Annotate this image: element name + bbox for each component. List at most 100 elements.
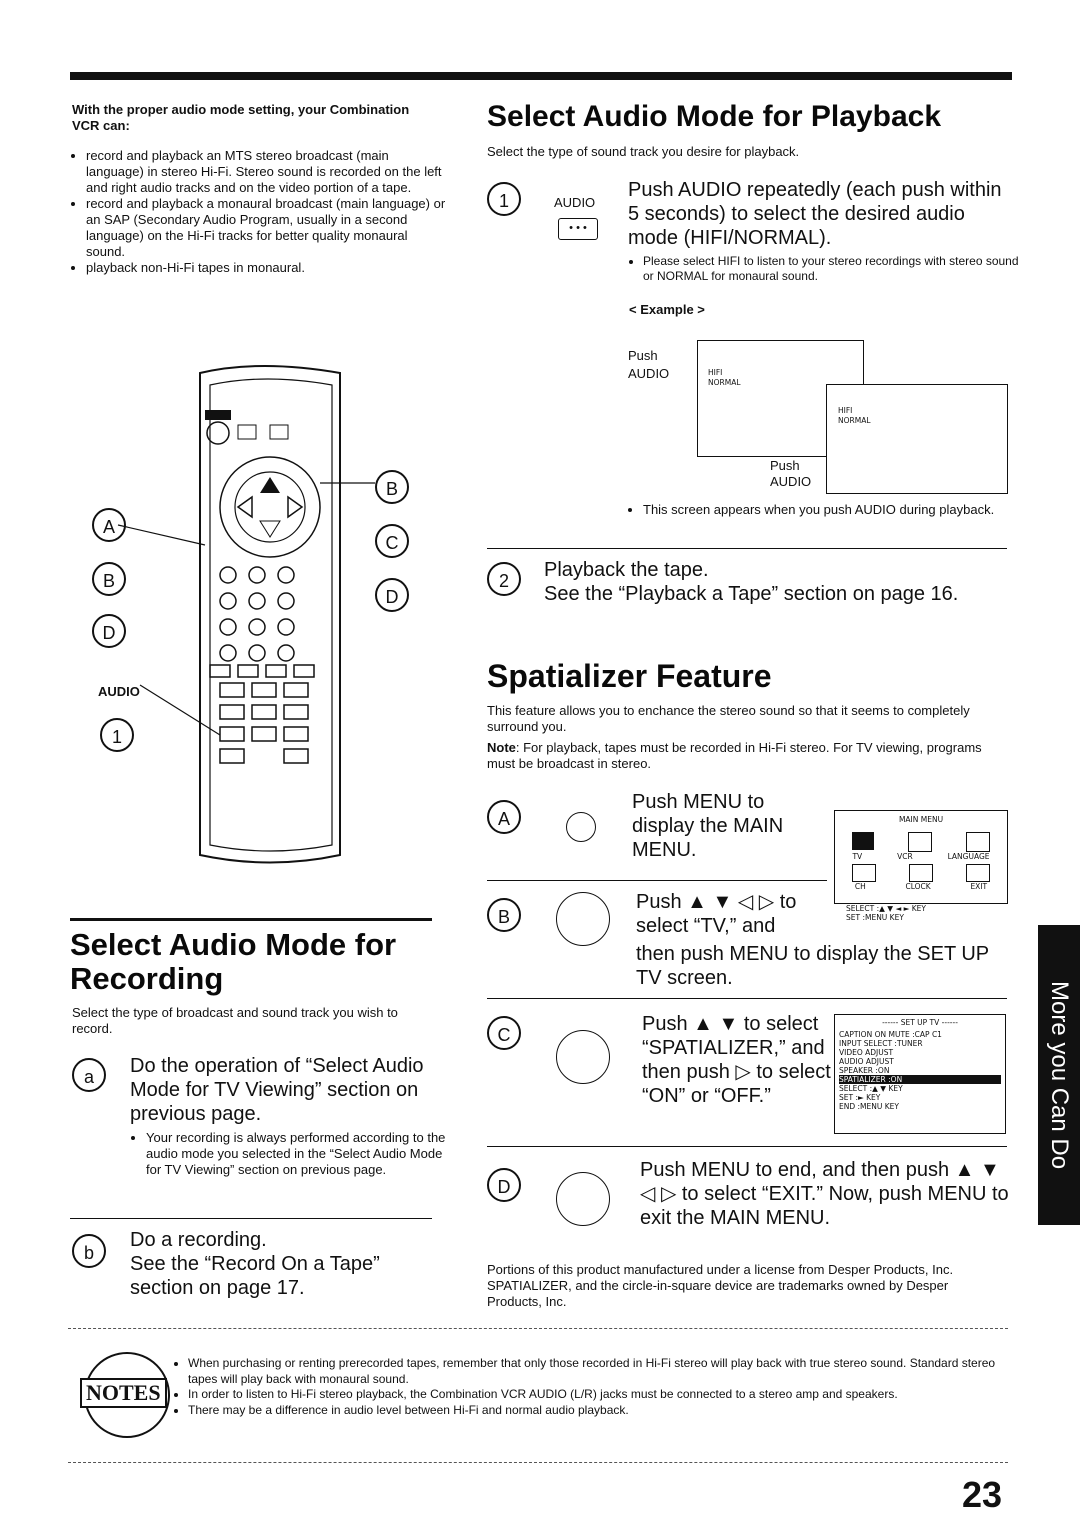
list-item: record and playback a monaural broadcast… <box>86 196 448 260</box>
step2-marker: 2 <box>487 562 521 596</box>
example-audio-1: AUDIO <box>628 366 670 381</box>
menu-button-icon <box>566 812 596 842</box>
rec-intro: Select the type of broadcast and sound t… <box>72 1005 398 1036</box>
step-b-text-1: Do a recording. <box>130 1229 267 1251</box>
vcr-icon <box>908 832 932 852</box>
rec-rule <box>70 918 432 921</box>
main-menu-foot-2: SET :MENU KEY <box>846 913 904 922</box>
main-menu-screen: MAIN MENU TV VCR LANGUAGE CH CLOCK EXIT <box>834 810 1008 904</box>
example-normal-2: NORMAL <box>838 416 871 425</box>
menu-ch: CH <box>854 882 866 891</box>
divider <box>487 548 1007 549</box>
exit-icon <box>966 864 991 882</box>
marker-c-right: C <box>375 524 409 558</box>
list-item: Please select HIFI to listen to your ste… <box>643 254 1028 284</box>
play-title: Select Audio Mode for Playback <box>487 100 941 133</box>
setup-row: VIDEO ADJUST <box>839 1048 894 1057</box>
divider <box>487 1146 1007 1147</box>
notes-list: When purchasing or renting prerecorded t… <box>178 1356 1013 1418</box>
notes-border-bottom <box>68 1462 1008 1463</box>
setup-title: ------ SET UP TV ------ <box>882 1018 958 1027</box>
language-icon <box>966 832 990 852</box>
intro-heading: With the proper audio mode setting, your… <box>72 102 410 133</box>
stepC-text: Push ▲ ▼ to select “SPATIALIZER,” and th… <box>642 1013 831 1107</box>
capability-list: record and playback an MTS stereo broadc… <box>72 148 448 276</box>
step1-note: Please select HIFI to listen to your ste… <box>629 254 1028 284</box>
main-menu-title: MAIN MENU <box>898 815 944 824</box>
step2-text-1: Playback the tape. <box>544 559 709 581</box>
notes-label: NOTES <box>80 1378 167 1408</box>
dpad-icon <box>556 1030 610 1084</box>
example-audio-2: AUDIO <box>770 474 812 489</box>
spat-note-label: Note <box>487 740 516 755</box>
marker-b-right: B <box>375 470 409 504</box>
example-normal-1: NORMAL <box>708 378 741 387</box>
example-label: < Example > <box>629 302 705 317</box>
step-b-marker: b <box>72 1234 106 1268</box>
example-screen-2 <box>826 384 1008 494</box>
spat-note: Note: For playback, tapes must be record… <box>487 740 987 772</box>
notes-border-top <box>68 1328 1008 1329</box>
stepB-text-2: then push MENU to display the SET UP TV … <box>636 943 989 989</box>
step2-text-2: See the “Playback a Tape” section on pag… <box>544 583 959 605</box>
side-tab: More you Can Do <box>1038 925 1080 1225</box>
remote-control-illustration <box>117 365 375 864</box>
tv-icon <box>852 832 874 850</box>
step-a-note: Your recording is always performed accor… <box>132 1130 446 1178</box>
marker-d-left: D <box>92 614 126 648</box>
stepA-marker: A <box>487 800 521 834</box>
step1-text: Push AUDIO repeatedly (each push within … <box>628 179 1002 249</box>
example-hifi-2: HIFI <box>838 406 853 415</box>
marker-d-right: D <box>375 578 409 612</box>
stepB-text-1: Push ▲ ▼ ◁ ▷ to select “TV,” and <box>636 891 797 937</box>
ch-icon <box>851 864 876 882</box>
setup-row: SELECT :▲ ▼ KEY <box>839 1084 903 1093</box>
list-item: When purchasing or renting prerecorded t… <box>188 1356 1013 1387</box>
menu-exit: EXIT <box>970 882 988 891</box>
list-item: There may be a difference in audio level… <box>188 1403 1013 1419</box>
dpad-icon <box>556 1172 610 1226</box>
step1-marker: 1 <box>487 182 521 216</box>
step-a-marker: a <box>72 1058 106 1092</box>
menu-vcr: VCR <box>897 852 913 861</box>
stepB-marker: B <box>487 898 521 932</box>
remote-audio-label: AUDIO <box>98 684 140 699</box>
page-number: 23 <box>962 1474 1003 1515</box>
divider <box>487 998 1007 999</box>
menu-tv: TV <box>852 852 863 861</box>
list-item: This screen appears when you push AUDIO … <box>643 502 1013 518</box>
stepC-marker: C <box>487 1016 521 1050</box>
step-a-text: Do the operation of “Select Audio Mode f… <box>130 1055 424 1125</box>
setup-row: END :MENU KEY <box>839 1102 899 1111</box>
list-item: playback non-Hi-Fi tapes in monaural. <box>86 260 448 276</box>
stepA-text: Push MENU to display the MAIN MENU. <box>632 791 784 861</box>
menu-clock: CLOCK <box>905 882 931 891</box>
top-rule <box>70 72 1012 80</box>
example-note: This screen appears when you push AUDIO … <box>629 502 1013 518</box>
example-push-2: Push <box>770 458 800 473</box>
audio-button-icon: • • • <box>558 218 598 240</box>
setup-row-highlighted: SPATIALIZER :ON <box>839 1075 1001 1084</box>
example-push-1: Push <box>628 348 658 363</box>
license-text: Portions of this product manufactured un… <box>487 1262 954 1309</box>
stepD-text: Push MENU to end, and then push ▲ ▼ ◁ ▷ … <box>640 1159 1009 1229</box>
marker-a-left: A <box>92 508 126 542</box>
stepD-marker: D <box>487 1168 521 1202</box>
marker-b-left: B <box>92 562 126 596</box>
menu-language: LANGUAGE <box>947 852 990 861</box>
divider <box>487 880 827 881</box>
list-item: record and playback an MTS stereo broadc… <box>86 148 448 196</box>
setup-row: INPUT SELECT :TUNER <box>839 1039 923 1048</box>
marker-1: 1 <box>100 718 134 752</box>
spat-intro: This feature allows you to enchance the … <box>487 703 970 734</box>
setup-row: SPEAKER :ON <box>839 1066 890 1075</box>
step-b-text-2: See the “Record On a Tape” section on pa… <box>130 1253 380 1299</box>
clock-icon <box>908 864 933 882</box>
spat-note-text: : For playback, tapes must be recorded i… <box>487 740 982 771</box>
spat-title: Spatializer Feature <box>487 658 772 694</box>
setup-row: CAPTION ON MUTE :CAP C1 <box>839 1030 942 1039</box>
audio-button-label: AUDIO <box>554 195 596 210</box>
divider <box>70 1218 432 1219</box>
setup-row: AUDIO ADJUST <box>839 1057 894 1066</box>
setup-row: SET :► KEY <box>839 1093 881 1102</box>
